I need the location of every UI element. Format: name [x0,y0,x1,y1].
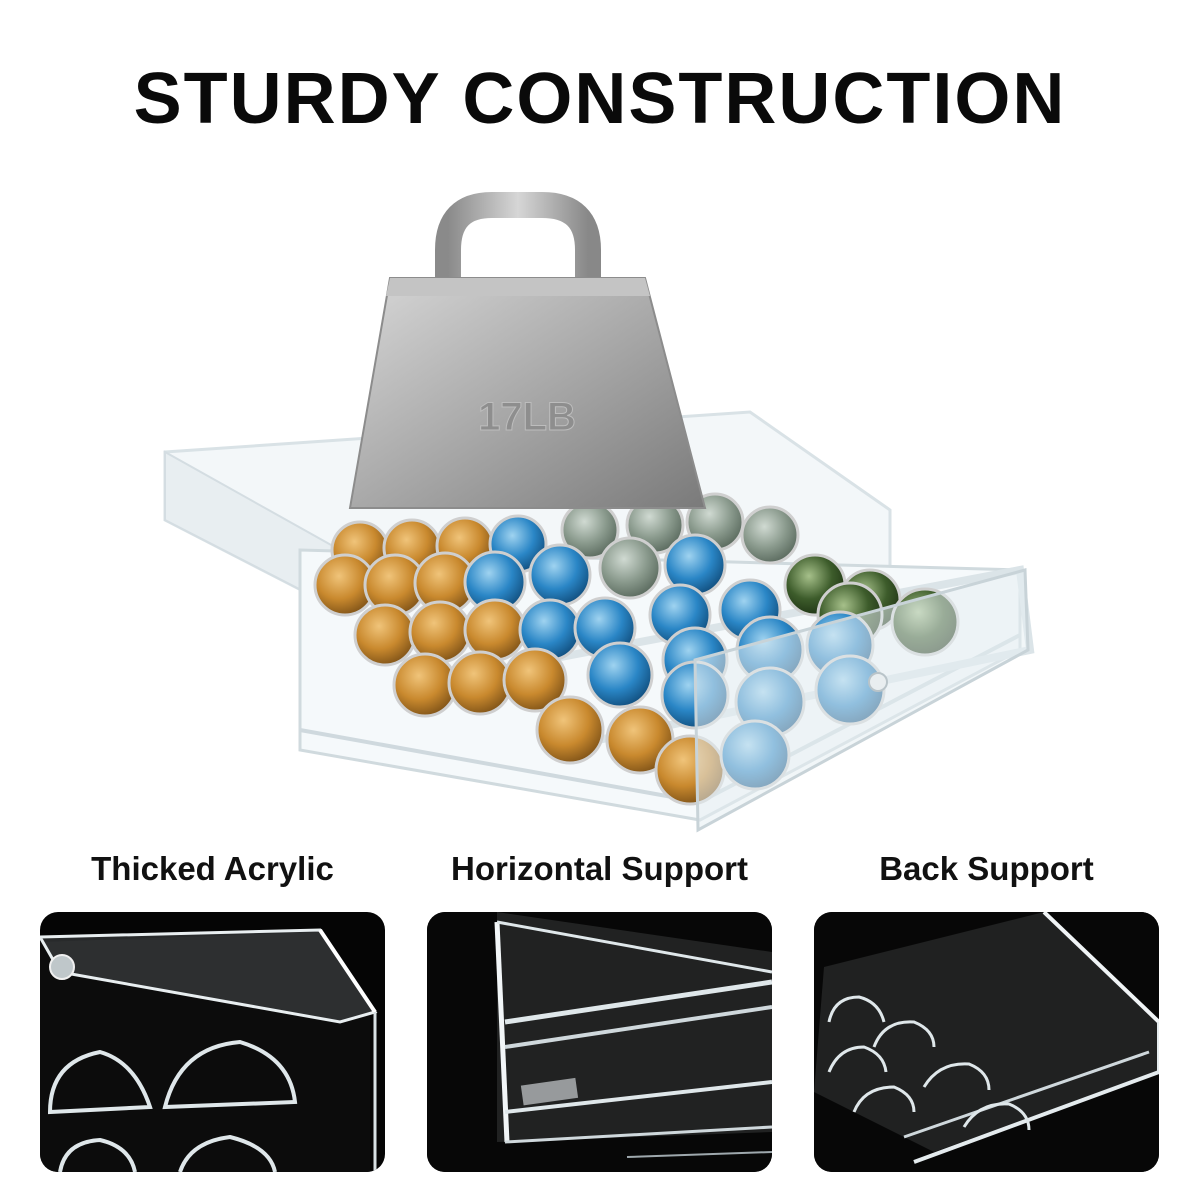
weight-label: 17LB [478,395,576,439]
feature-photo-acrylic [40,912,385,1172]
product-image: 17LB [150,190,1050,850]
feature-label-horizontal-support: Horizontal Support [451,850,748,887]
weight-icon: 17LB [348,192,707,509]
page-title: STURDY CONSTRUCTION [133,59,1067,139]
feature-photo-horizontal-support [427,912,772,1172]
feature-photo-back-support [814,912,1159,1172]
feature-label-acrylic: Thicked Acrylic [91,850,334,887]
capsule-drawer-illustration: 17LB [163,192,1035,833]
feature-label-back-support: Back Support [879,850,1094,887]
drawer-knob [868,672,888,692]
